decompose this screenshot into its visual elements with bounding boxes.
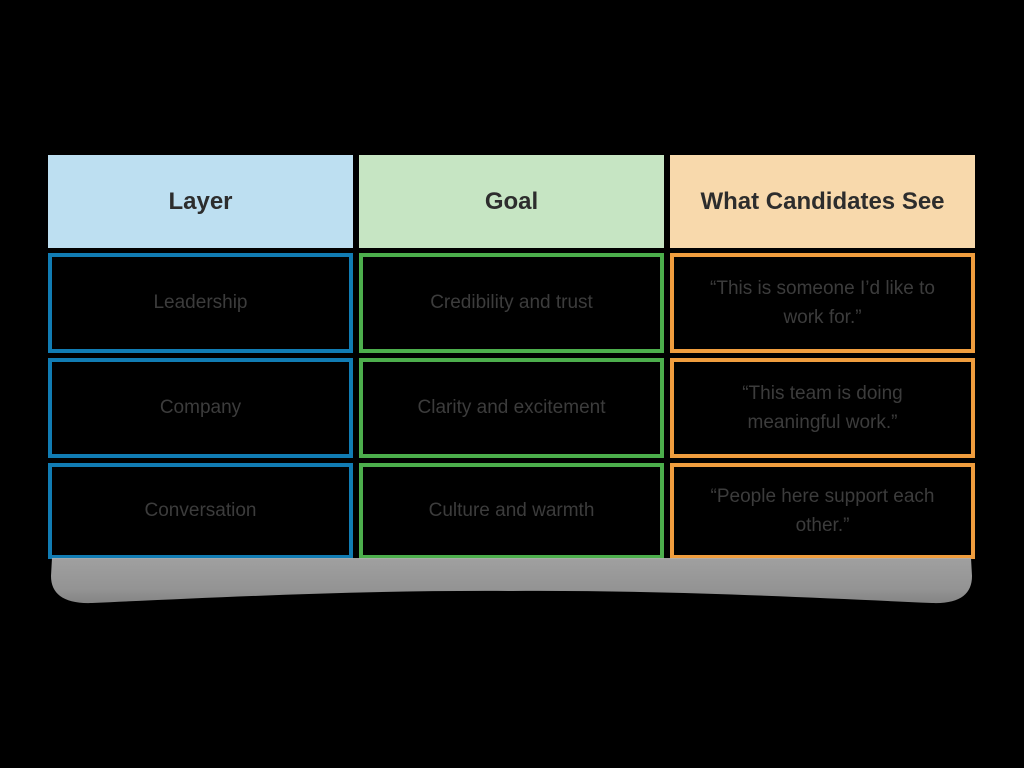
candidates-see-cell-meaningful-work: “This team is doing meaningful work.” [670, 358, 975, 458]
goal-cell-clarity: Clarity and excitement [359, 358, 664, 458]
column-header-layer: Layer [48, 155, 353, 248]
layer-cell-company: Company [48, 358, 353, 458]
goal-cell-credibility: Credibility and trust [359, 253, 664, 353]
column-header-goal: Goal [359, 155, 664, 248]
candidates-see-cell-support-each-other: “People here support each other.” [670, 463, 975, 559]
goal-cell-culture: Culture and warmth [359, 463, 664, 559]
candidates-see-cell-work-for: “This is someone I’d like to work for.” [670, 253, 975, 353]
layer-cell-conversation: Conversation [48, 463, 353, 559]
table-shadow [51, 558, 972, 604]
comparison-table: Layer Goal What Candidates See Leadershi… [48, 155, 975, 559]
layer-cell-leadership: Leadership [48, 253, 353, 353]
column-header-what-candidates-see: What Candidates See [670, 155, 975, 248]
